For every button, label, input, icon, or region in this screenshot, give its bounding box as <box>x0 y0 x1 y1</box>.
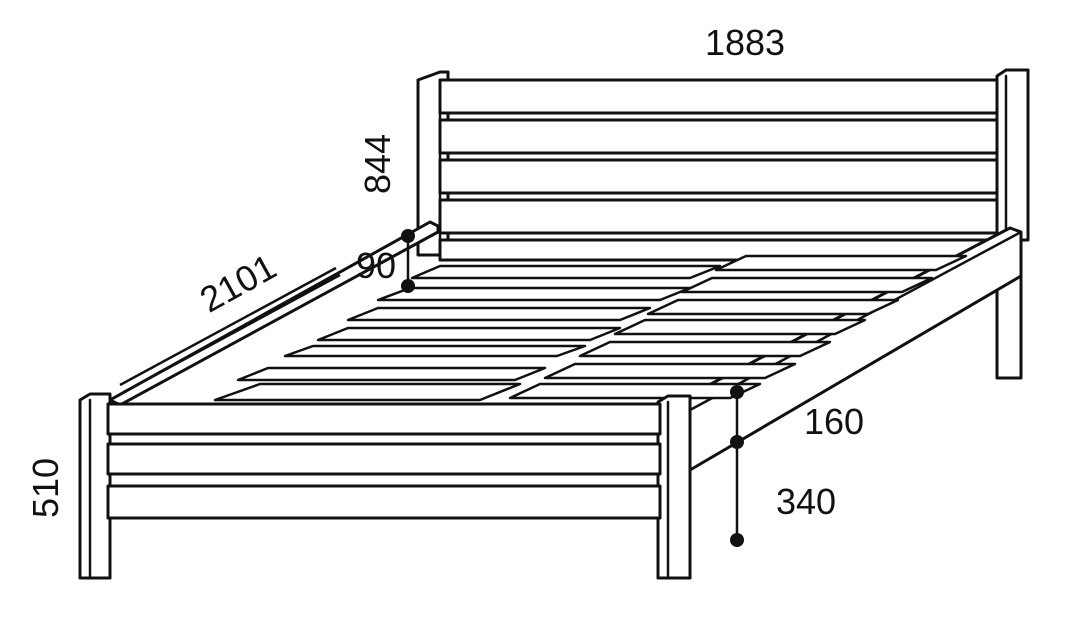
headboard-height-label: 844 <box>357 134 398 194</box>
slats-right-row <box>508 254 968 400</box>
length-label: 2101 <box>193 246 283 321</box>
rail-gap-label: 90 <box>356 245 396 286</box>
dim-90-marker <box>401 229 415 293</box>
footboard <box>78 392 692 580</box>
slats-left-row <box>213 264 722 402</box>
dim-2101-line <box>119 266 341 394</box>
dim-160-340-marker <box>730 385 744 547</box>
rail-height-label: 160 <box>804 401 864 442</box>
footboard-height-label: 510 <box>25 458 66 518</box>
right-leg-rear <box>995 274 1023 380</box>
headboard <box>416 68 1030 262</box>
clearance-label: 340 <box>776 481 836 522</box>
width-label: 1883 <box>705 22 785 63</box>
